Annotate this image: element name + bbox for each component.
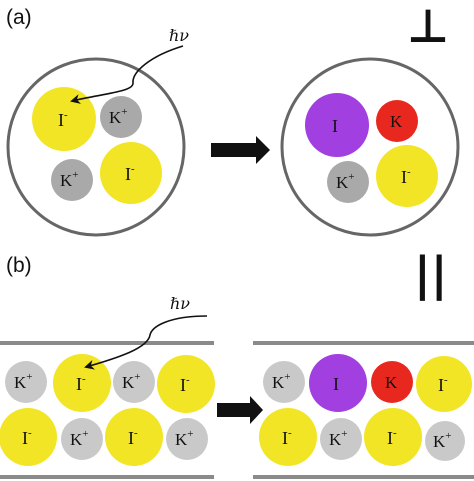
cluster-before-a: I- K+ K+ I- ℏν bbox=[6, 26, 189, 237]
potassium-ion: K+ bbox=[320, 418, 362, 460]
iodide-ion-label: I- bbox=[58, 109, 68, 130]
iodine-atom-sphere bbox=[309, 354, 367, 412]
potassium-ion-label: K+ bbox=[175, 428, 194, 449]
potassium-ion-label: K+ bbox=[122, 371, 141, 392]
photon-arrow bbox=[70, 45, 184, 104]
transition-arrow-a bbox=[211, 136, 270, 164]
iodide-ion: I- bbox=[53, 354, 111, 412]
iodide-ion: I- bbox=[100, 142, 162, 204]
potassium-atom: K bbox=[371, 361, 413, 403]
potassium-ion-label: K+ bbox=[60, 169, 79, 190]
iodine-atom-label: I bbox=[333, 374, 339, 394]
potassium-atom-label: K bbox=[385, 373, 398, 392]
iodide-ion-label: I- bbox=[282, 427, 292, 448]
potassium-ion: K+ bbox=[5, 361, 47, 403]
potassium-ion-label: K+ bbox=[70, 428, 89, 449]
iodide-ion-label: I- bbox=[128, 427, 138, 448]
potassium-ion-sphere bbox=[425, 421, 465, 461]
potassium-ion: K+ bbox=[327, 161, 369, 203]
panel-b-symbol: || bbox=[414, 247, 448, 302]
panel-b: (b) || K+ I- K+ I- I- bbox=[0, 247, 474, 479]
iodide-ion: I- bbox=[0, 408, 57, 466]
panel-a: (a) ⊥ I- K+ K+ I- ℏν bbox=[6, 0, 460, 237]
potassium-ion-sphere bbox=[263, 361, 305, 403]
iodide-ion-label: I- bbox=[387, 427, 397, 448]
iodide-ion-sphere bbox=[364, 408, 422, 466]
potassium-ion-label: K+ bbox=[336, 171, 355, 192]
potassium-ion-sphere bbox=[51, 159, 93, 201]
iodine-atom-sphere bbox=[305, 93, 369, 157]
potassium-ion-sphere bbox=[327, 161, 369, 203]
panel-b-label: (b) bbox=[6, 254, 32, 277]
potassium-ion-label: K+ bbox=[433, 430, 452, 451]
potassium-ion-label: K+ bbox=[14, 371, 33, 392]
potassium-ion-sphere bbox=[320, 418, 362, 460]
iodide-ion-sphere bbox=[105, 408, 163, 466]
iodide-ion-sphere bbox=[416, 356, 472, 412]
slab-after-b: K+ I K I- I- K+ bbox=[253, 341, 474, 479]
potassium-atom: K bbox=[376, 100, 418, 142]
potassium-atom-label: K bbox=[390, 112, 403, 131]
potassium-atom-sphere bbox=[376, 100, 418, 142]
photon-label: ℏν bbox=[170, 294, 190, 313]
iodide-ion-label: I- bbox=[76, 373, 86, 394]
potassium-ion: K+ bbox=[61, 418, 103, 460]
potassium-ion: K+ bbox=[100, 96, 142, 138]
iodine-atom: I bbox=[309, 354, 367, 412]
potassium-ion: K+ bbox=[263, 361, 305, 403]
iodide-ion: I- bbox=[32, 87, 96, 151]
iodide-ion: I- bbox=[416, 356, 472, 412]
iodide-ion: I- bbox=[157, 355, 215, 413]
photon-arrow bbox=[84, 315, 208, 370]
potassium-ion-sphere bbox=[113, 361, 155, 403]
cluster-outline bbox=[6, 57, 186, 237]
potassium-ion: K+ bbox=[166, 418, 208, 460]
iodide-ion: I- bbox=[105, 408, 163, 466]
potassium-ion: K+ bbox=[51, 159, 93, 201]
iodide-ion-sphere bbox=[157, 355, 215, 413]
slab-before-b: K+ I- K+ I- I- K+ bbox=[0, 294, 215, 479]
iodide-ion-sphere bbox=[100, 142, 162, 204]
photon-label: ℏν bbox=[169, 26, 189, 45]
potassium-ion: K+ bbox=[425, 421, 465, 461]
iodine-atom: I bbox=[305, 93, 369, 157]
cluster-outline bbox=[280, 57, 460, 237]
iodide-ion: I- bbox=[364, 408, 422, 466]
potassium-ion-label: K+ bbox=[329, 428, 348, 449]
potassium-atom-sphere bbox=[371, 361, 413, 403]
iodide-ion-sphere bbox=[259, 408, 317, 466]
potassium-ion: K+ bbox=[113, 361, 155, 403]
iodide-ion-label: I- bbox=[438, 374, 448, 395]
transition-arrow-b bbox=[217, 396, 263, 424]
potassium-ion-sphere bbox=[166, 418, 208, 460]
potassium-ion-sphere bbox=[5, 361, 47, 403]
iodide-ion-sphere bbox=[376, 145, 438, 207]
iodine-atom-label: I bbox=[332, 116, 338, 136]
iodide-ion: I- bbox=[259, 408, 317, 466]
potassium-ion-sphere bbox=[100, 96, 142, 138]
cluster-after-a: I K K+ I- bbox=[280, 57, 460, 237]
panel-a-label: (a) bbox=[6, 6, 32, 29]
iodide-ion-label: I- bbox=[125, 163, 135, 184]
iodide-ion-label: I- bbox=[180, 374, 190, 395]
iodide-ion-sphere bbox=[0, 408, 57, 466]
iodide-ion-sphere bbox=[53, 354, 111, 412]
potassium-ion-label: K+ bbox=[272, 371, 291, 392]
panel-a-symbol: ⊥ bbox=[407, 0, 449, 53]
iodide-ion-label: I- bbox=[22, 427, 32, 448]
iodide-ion-label: I- bbox=[401, 166, 411, 187]
iodide-ion: I- bbox=[376, 145, 438, 207]
potassium-ion-label: K+ bbox=[109, 106, 128, 127]
potassium-ion-sphere bbox=[61, 418, 103, 460]
